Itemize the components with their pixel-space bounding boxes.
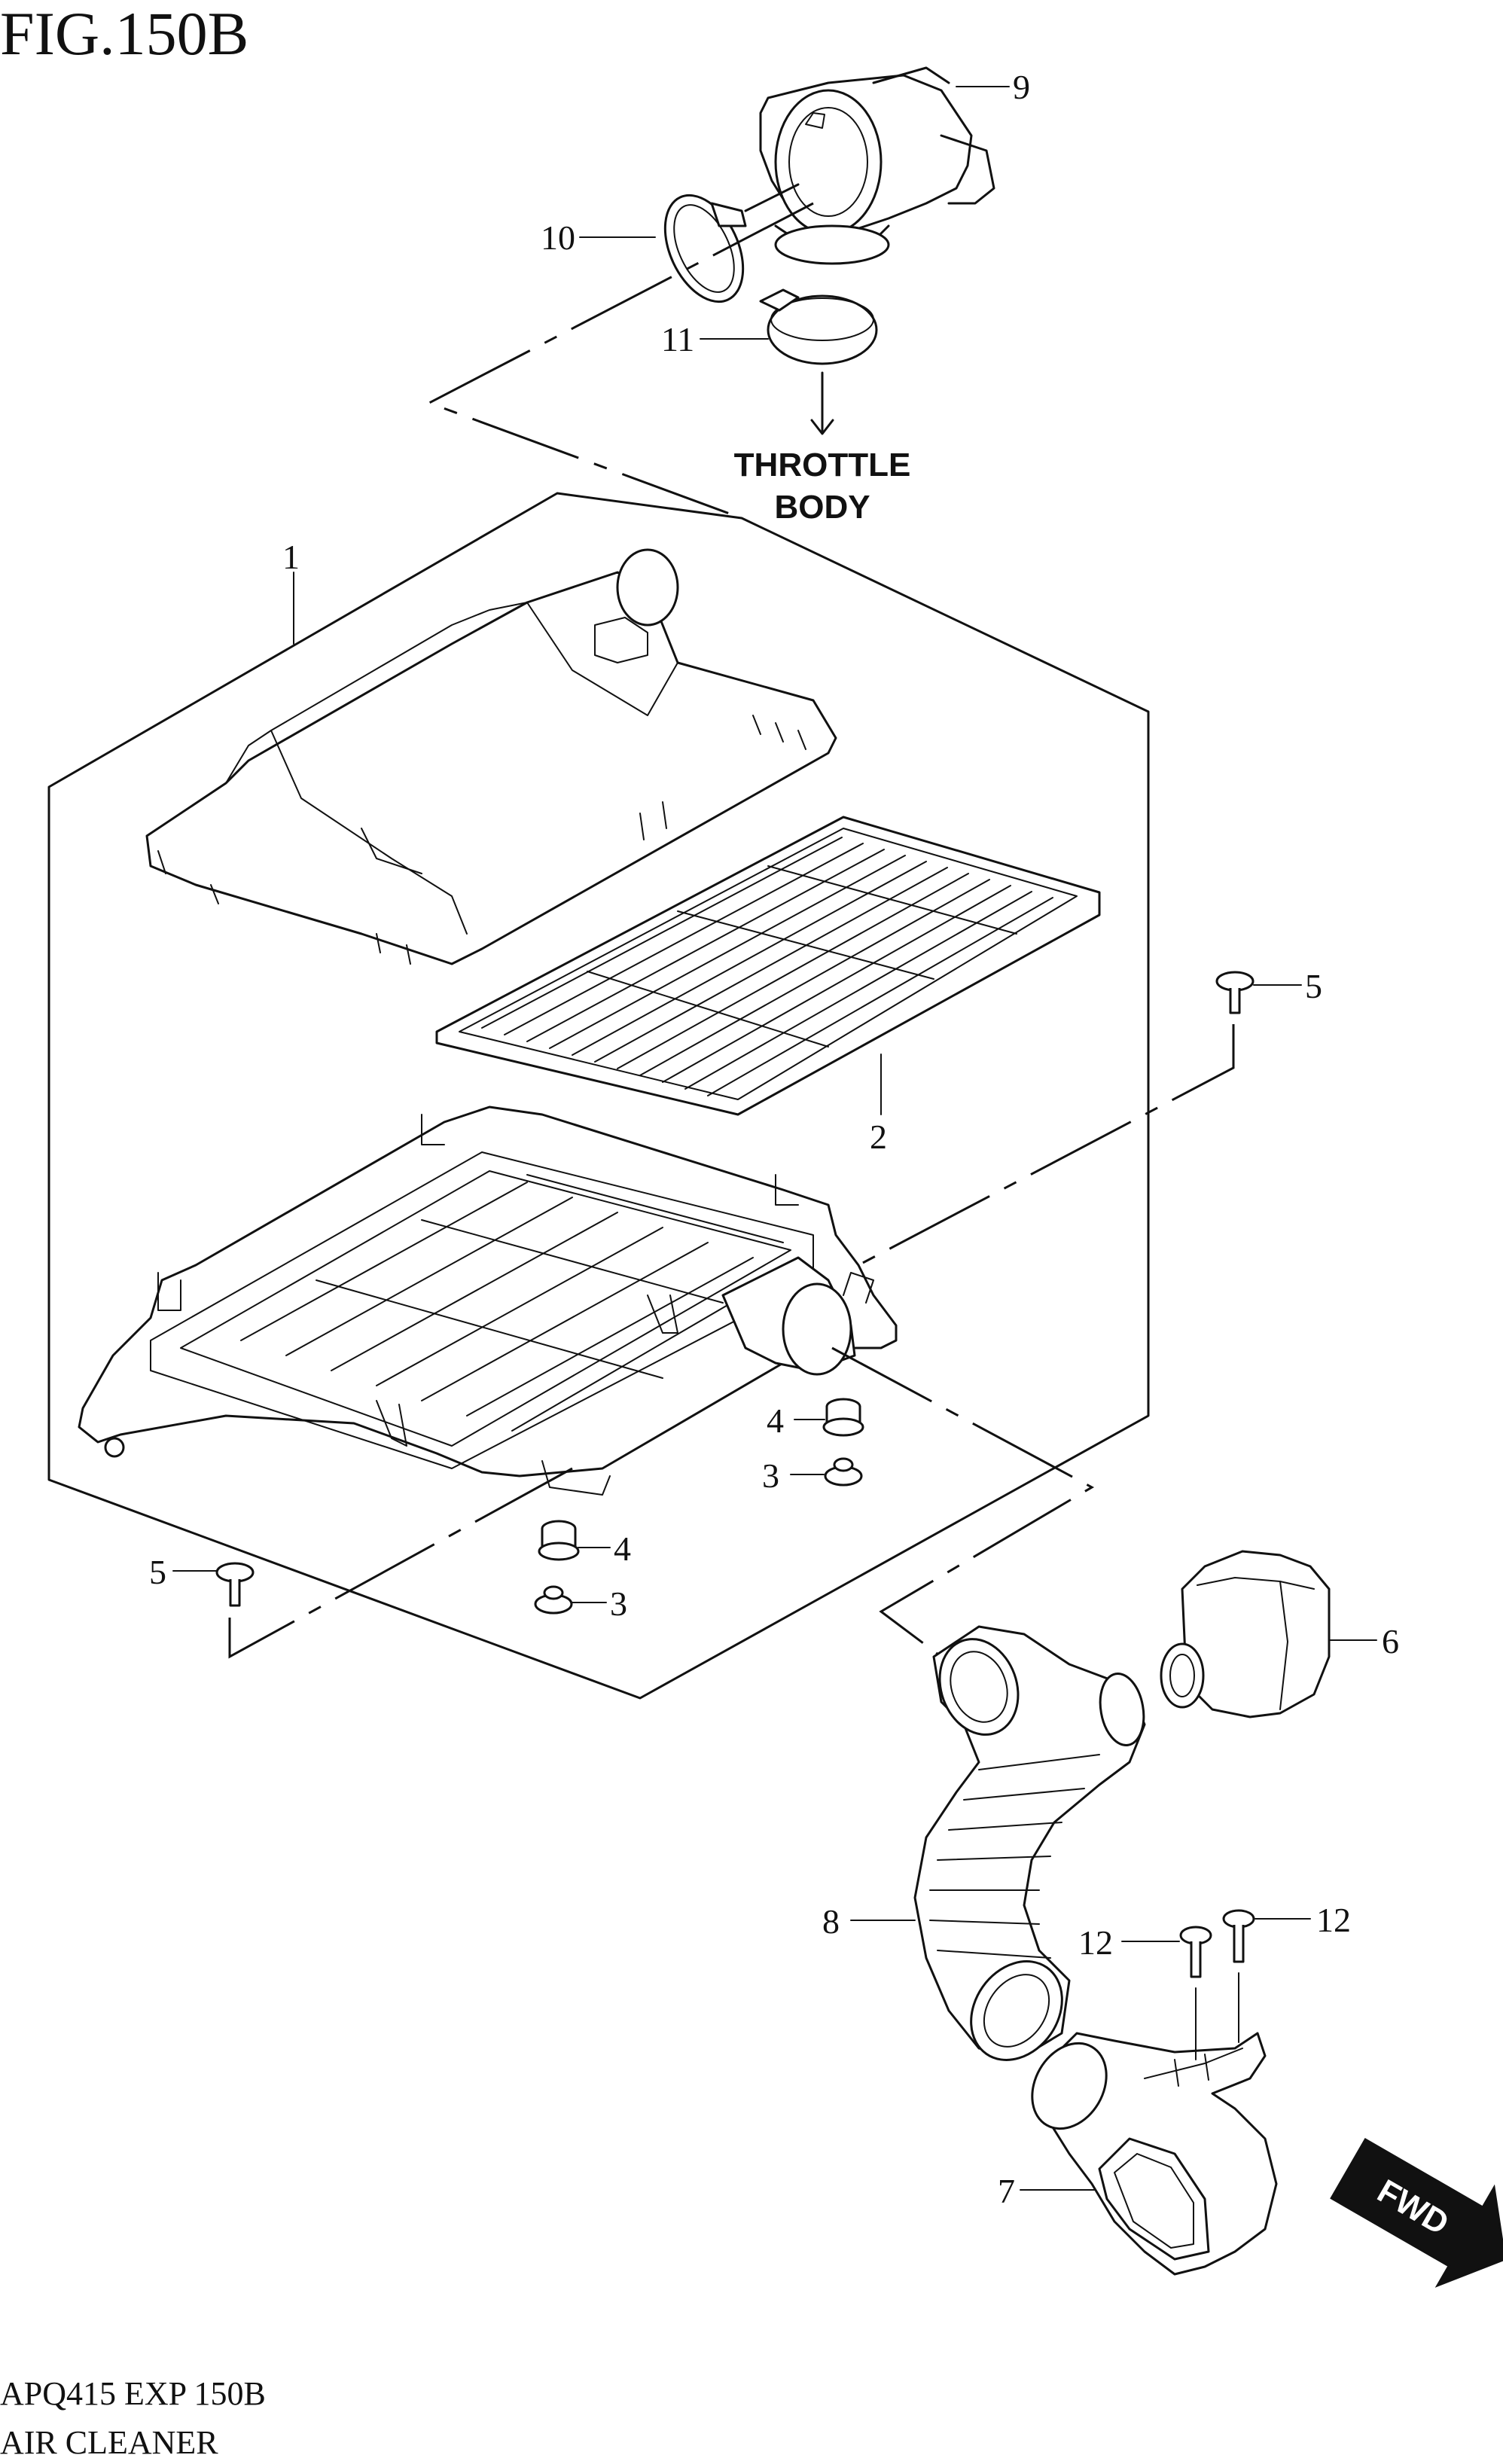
dashed-connection-inlet [831, 1346, 1095, 1658]
callout-4-left: 4 [614, 1529, 631, 1568]
grommet-part-4-right [822, 1398, 864, 1437]
air-intake-duct-part-7 [1031, 2032, 1278, 2276]
callout-9: 9 [1013, 68, 1030, 106]
assembly-guide-line [744, 183, 800, 212]
footer-section: AIR CLEANER [0, 2424, 218, 2461]
hose-clamp-part-10 [759, 288, 878, 365]
callout-1: 1 [282, 538, 300, 576]
callout-10: 11 [661, 320, 694, 358]
collar-part-3-left [534, 1585, 573, 1615]
dashed-connection-bolt-right [858, 1024, 1235, 1267]
assembly-outline-box [47, 492, 1150, 1700]
bolt-part-12-right [1222, 1909, 1255, 1963]
callout-11: 10 [541, 218, 575, 257]
bolt-part-5-left [215, 1562, 255, 1607]
callout-12-right: 12 [1316, 1901, 1351, 1939]
callout-12-left: 12 [1078, 1923, 1113, 1962]
bolt-part-12-left [1179, 1926, 1212, 1978]
callout-5-left: 5 [149, 1553, 166, 1591]
callout-7: 7 [998, 2172, 1015, 2210]
throttle-body-arrowhead [810, 419, 834, 435]
air-filter-element-part-2 [435, 816, 1101, 1116]
dashed-connection-outlet [426, 202, 814, 520]
resonator-connector-part-9 [759, 66, 995, 265]
figure-title: FIG.150B [0, 0, 248, 68]
air-cleaner-lower-case [78, 1105, 898, 1496]
footer-code: APQ415 EXP 150B [0, 2375, 266, 2412]
air-cleaner-upper-case [145, 548, 837, 965]
throttle-body-label-line2: BODY [774, 489, 870, 526]
intake-hose-part-8 [913, 1625, 1146, 2061]
grommet-part-4-left [538, 1520, 580, 1561]
collar-part-3-right [824, 1457, 863, 1487]
callout-3-left: 3 [610, 1584, 627, 1623]
callout-3-right: 3 [762, 1456, 779, 1495]
callout-5-right: 5 [1305, 967, 1322, 1005]
callout-4-right: 4 [767, 1401, 784, 1440]
callout-2: 2 [870, 1118, 887, 1156]
forward-direction-arrow: FWD [1330, 2137, 1503, 2288]
callout-6: 6 [1382, 1622, 1399, 1660]
dashed-connection-bolt-left [228, 1467, 573, 1659]
callout-8: 8 [822, 1902, 840, 1941]
throttle-body-label-line1: THROTTLE [734, 447, 911, 483]
resonator-part-6 [1160, 1550, 1331, 1718]
hose-clamp-part-11 [663, 194, 747, 303]
bolt-part-5-right [1215, 971, 1255, 1014]
